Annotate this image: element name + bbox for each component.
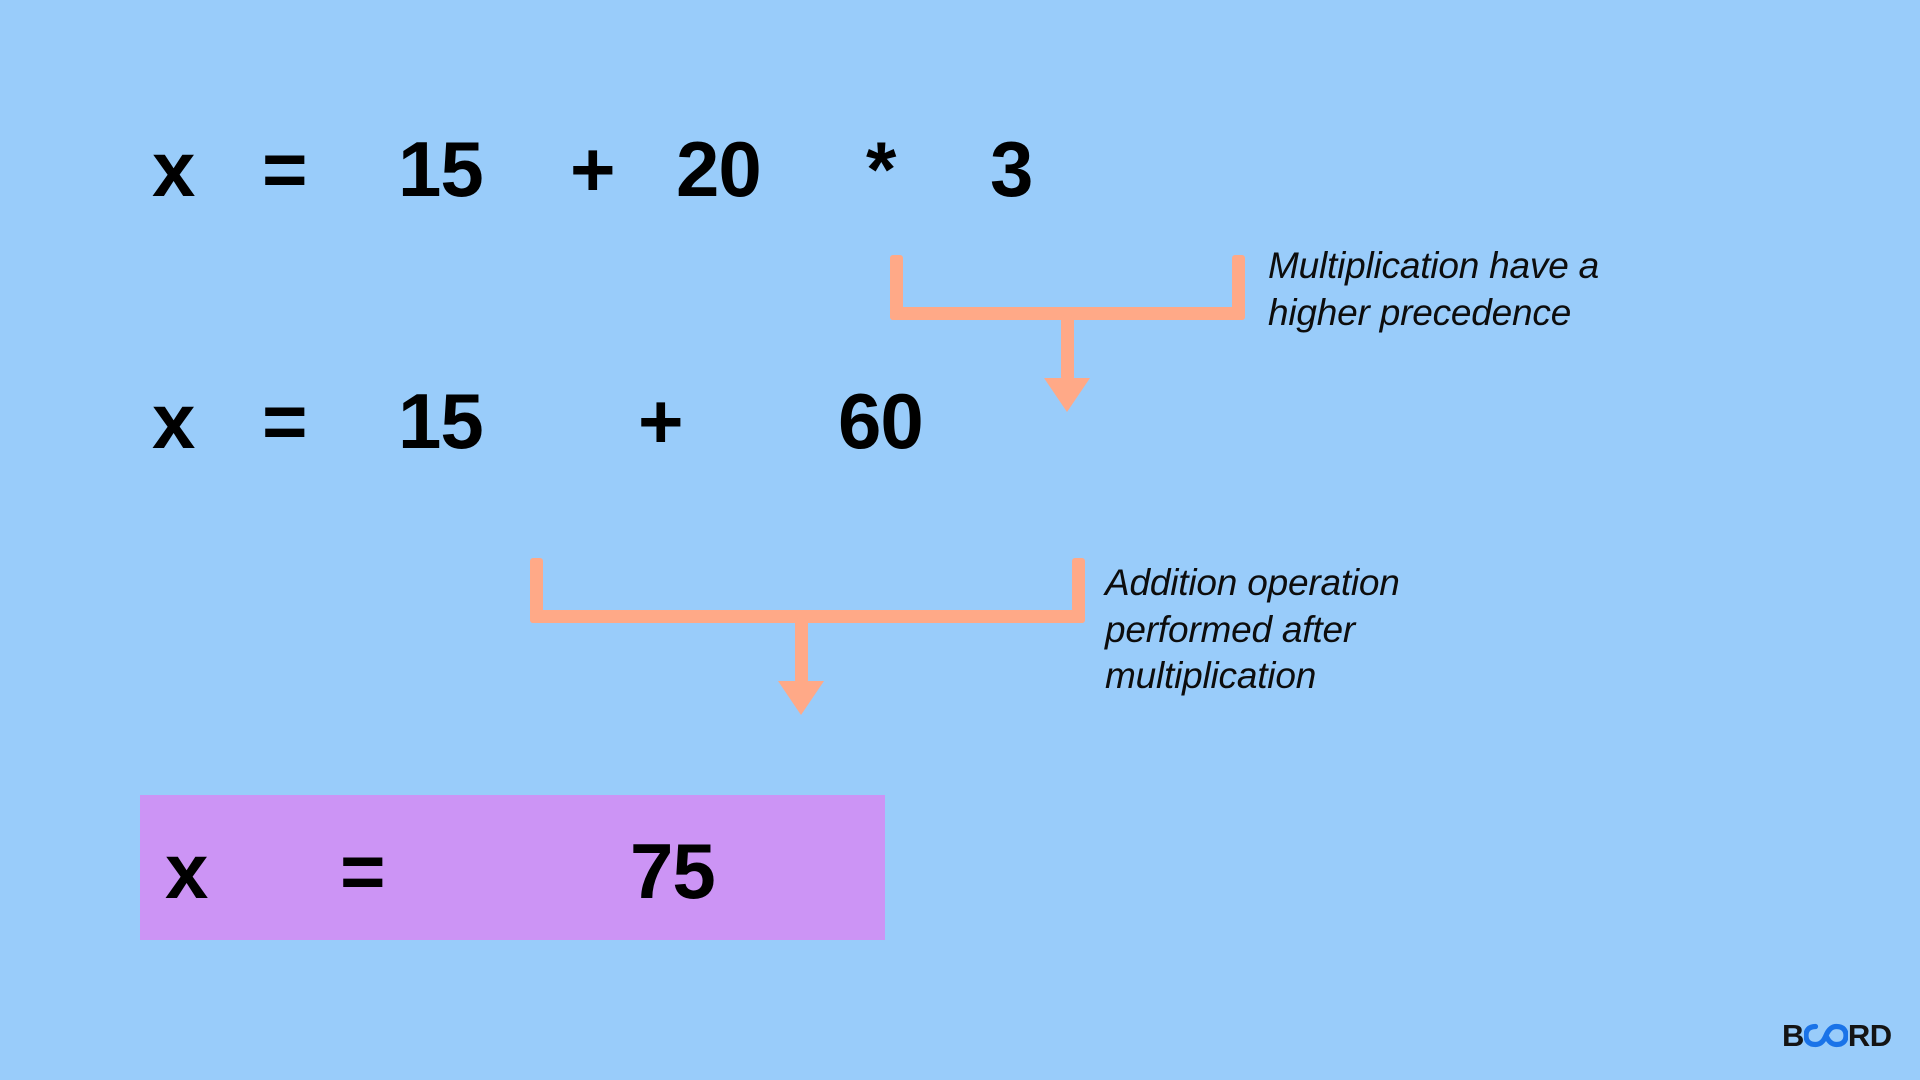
row1-operand-c: 3 xyxy=(990,125,1033,213)
addition-bracket xyxy=(530,558,1085,623)
annotation-addition-line-3: multiplication xyxy=(1105,655,1317,697)
result-equals: = xyxy=(340,827,386,915)
multiplication-arrow-head xyxy=(1044,378,1090,412)
annotation-addition-line-1: Addition operation xyxy=(1105,562,1400,603)
annotation-multiplication-line-1: Multiplication have a xyxy=(1268,245,1600,286)
equation-row-2: x = 15 + 60 xyxy=(0,382,1920,472)
row1-operand-a: 15 xyxy=(398,125,484,213)
bracket-stub-right xyxy=(1232,255,1245,320)
bracket-bar xyxy=(890,307,1245,320)
bracket-stub-left xyxy=(530,558,543,623)
row2-operator-plus: + xyxy=(638,377,684,465)
annotation-multiplication: Multiplication have a higher precedence xyxy=(1268,243,1738,336)
logo-suffix: RD xyxy=(1847,1017,1892,1053)
addition-arrow-head xyxy=(778,681,824,715)
annotation-addition: Addition operation performed after multi… xyxy=(1105,560,1545,700)
multiplication-arrow-stem xyxy=(1061,315,1074,380)
board-logo: B RD xyxy=(1782,1018,1892,1052)
bracket-stub-left xyxy=(890,255,903,320)
row1-equals: = xyxy=(262,125,308,213)
multiplication-bracket xyxy=(890,255,1245,320)
row2-variable: x xyxy=(152,377,195,465)
annotation-multiplication-line-2: higher precedence xyxy=(1268,291,1572,333)
row2-operand-a: 15 xyxy=(398,377,484,465)
bracket-bar xyxy=(530,610,1085,623)
row1-operator-multiply: * xyxy=(866,125,896,213)
row2-equals: = xyxy=(262,377,308,465)
annotation-addition-line-2: performed after xyxy=(1105,608,1355,650)
bracket-stub-right xyxy=(1072,558,1085,623)
equation-row-1: x = 15 + 20 * 3 xyxy=(0,130,1920,220)
row2-operand-b: 60 xyxy=(838,377,924,465)
result-variable: x xyxy=(165,827,208,915)
row1-variable: x xyxy=(152,125,195,213)
row1-operand-b: 20 xyxy=(676,125,762,213)
result-value: 75 xyxy=(630,827,716,915)
row1-operator-plus: + xyxy=(570,125,616,213)
logo-prefix: B xyxy=(1782,1017,1804,1053)
addition-arrow-stem xyxy=(795,618,808,683)
result-highlight-box: x = 75 xyxy=(140,795,885,940)
infinity-icon xyxy=(1803,1020,1848,1051)
